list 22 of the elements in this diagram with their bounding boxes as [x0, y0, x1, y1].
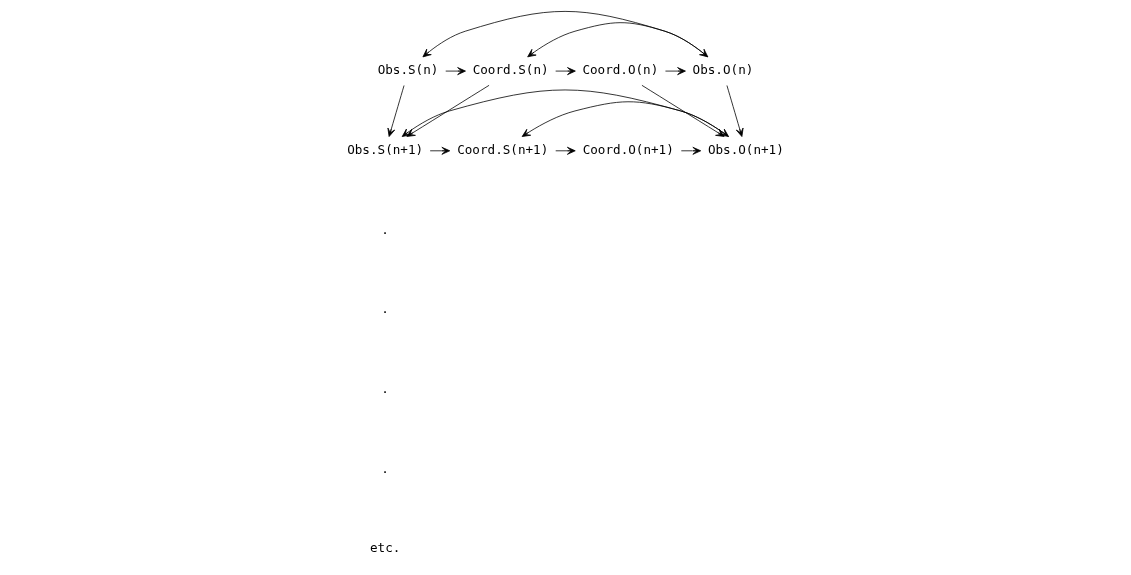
node-text: Obs.O(n+1) — [707, 141, 784, 157]
label: etc. — [369, 540, 401, 556]
arrow — [665, 67, 686, 76]
node-text: Coord.O(n) — [582, 62, 659, 78]
node-text: Coord.S(n+1) — [457, 141, 549, 157]
arrow — [555, 67, 576, 76]
label: . — [381, 221, 389, 237]
label: . — [381, 380, 389, 396]
arrow — [387, 85, 405, 137]
arrow — [726, 85, 744, 137]
arrow — [429, 146, 451, 155]
arrow — [406, 84, 490, 137]
node-text: Coord.O(n+1) — [582, 141, 674, 157]
label: . — [381, 460, 389, 476]
node-text: Obs.S(n+1) — [347, 141, 424, 157]
node-text: Coord.S(n) — [472, 62, 549, 78]
arrow — [555, 146, 576, 155]
arrow — [445, 67, 466, 76]
node-text: Obs.O(n) — [692, 62, 754, 78]
arrow — [680, 146, 702, 155]
label: . — [381, 301, 389, 317]
node-text: Obs.S(n) — [377, 62, 439, 78]
